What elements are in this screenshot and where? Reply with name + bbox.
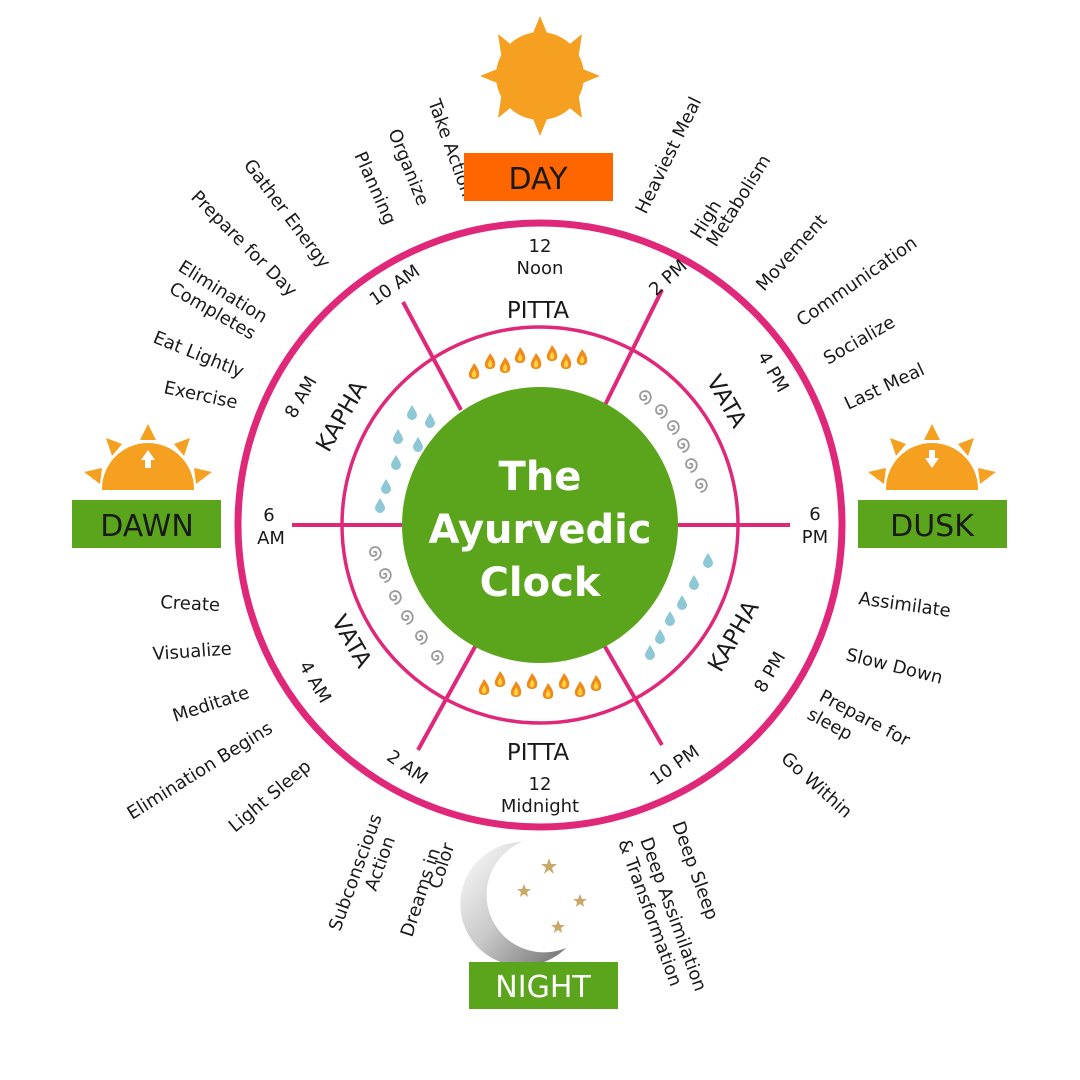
dawn-label-box [72,500,221,548]
activity-heaviest-meal: Heaviest Meal [632,94,707,218]
wind-swirl-icon [667,420,680,435]
flame-icon [514,347,526,363]
water-droplet-icon [393,429,403,444]
title-line-1: The [499,454,582,500]
wind-swirl-icon [389,590,402,605]
flame-icon [494,671,506,687]
activity-movement: Movement [752,210,831,295]
time-2am: 2 AM [383,746,432,789]
outer-ring [234,219,846,831]
wind-swirl-icon [431,650,444,665]
water-droplet-icon [703,553,713,568]
dusk-label: DUSK [890,509,975,544]
wind-swirl-icon [415,630,428,645]
dosha-pitta-day: PITTA [507,298,570,324]
time-8am: 8 AM [281,373,322,422]
activity-meditate: Meditate [170,682,252,726]
flame-icon [558,673,570,689]
time-midnight-word: Midnight [501,796,579,817]
spoke-2am [416,644,478,751]
night-label: NIGHT [495,970,591,1005]
flame-icon [546,345,558,361]
dosha-vata-early: VATA [326,611,377,673]
time-4am: 4 AM [294,658,335,707]
activity-eat-lightly: Eat Lightly [150,327,247,382]
water-droplet-icon [677,595,687,610]
activity-light-sleep: Light Sleep [225,756,316,837]
activity-communication: Communication [793,233,921,332]
time-6am-number: 6 [263,505,274,526]
water-droplet-icon [413,437,423,452]
time-6pm-number: 6 [809,504,820,525]
activity-socialize: Socialize [820,312,899,370]
flame-icon [590,675,602,691]
flame-icon [526,673,538,689]
time-noon-number: 12 [529,236,552,257]
flame-icon [574,681,586,697]
water-droplet-icon [425,413,435,428]
wind-swirl-icon [677,438,690,453]
dosha-pitta-night: PITTA [507,740,570,766]
day-label: DAY [508,162,568,197]
flame-icon [484,353,496,369]
activity-go-within: Go Within [777,748,856,822]
rising-sun-icon [84,424,212,490]
wind-swirl-icon [379,568,392,583]
water-droplet-icon [645,645,655,660]
spoke-10am [401,301,463,411]
water-droplet-icon [391,455,401,470]
spoke-10pm [602,643,664,747]
time-6pm-word: PM [802,527,828,548]
title-line-2: Ayurvedic [428,507,651,553]
spoke-2pm [603,289,664,406]
setting-sun-icon [868,424,996,490]
wind-swirl-icon [685,458,698,473]
flame-icon-group-top [468,345,588,379]
water-droplet-icon [689,575,699,590]
sun-icon [480,16,600,136]
wind-swirl-icon [655,404,668,419]
time-8pm: 8 PM [750,648,790,696]
center-disc [402,387,678,663]
dosha-kapha-morning: KAPHA [311,376,372,456]
flame-icon [510,681,522,697]
wind-swirl-icon [369,546,382,561]
flame-icon [560,353,572,369]
day-label-box [464,153,613,201]
activity-planning: Planning [349,148,400,227]
flame-icon [530,353,542,369]
water-droplet-icon [407,405,417,420]
wind-swirl-icon [695,478,708,493]
title-line-3: Clock [480,560,602,606]
activity-visualize: Visualize [152,639,233,665]
time-6am-word: AM [257,528,285,549]
activity-last-meal: Last Meal [841,359,928,414]
wind-swirl-icon [639,390,652,405]
dosha-kapha-evening: KAPHA [703,596,764,676]
time-midnight-number: 12 [529,774,552,795]
flame-icon [499,357,511,373]
time-noon-word: Noon [517,258,564,279]
water-droplet-icon [665,611,675,626]
time-10am: 10 AM [366,261,424,311]
water-droplet-icon [655,629,665,644]
dawn-label: DAWN [100,509,194,544]
water-droplet-icon [381,479,391,494]
wind-swirl-icon [401,610,414,625]
flame-icon-group-bottom [478,671,602,699]
water-droplet-icon [375,498,385,513]
flame-icon [468,363,480,379]
dusk-label-box [858,500,1007,548]
night-label-box [469,962,618,1009]
flame-icon [478,679,490,695]
flame-icon [542,683,554,699]
activity-create: Create [160,592,221,616]
activity-exercise: Exercise [162,377,240,413]
flame-icon [576,349,588,365]
activity-slow-down: Slow Down [844,644,945,688]
moon-and-stars-icon [460,842,587,966]
activity-assimilate: Assimilate [857,588,952,622]
